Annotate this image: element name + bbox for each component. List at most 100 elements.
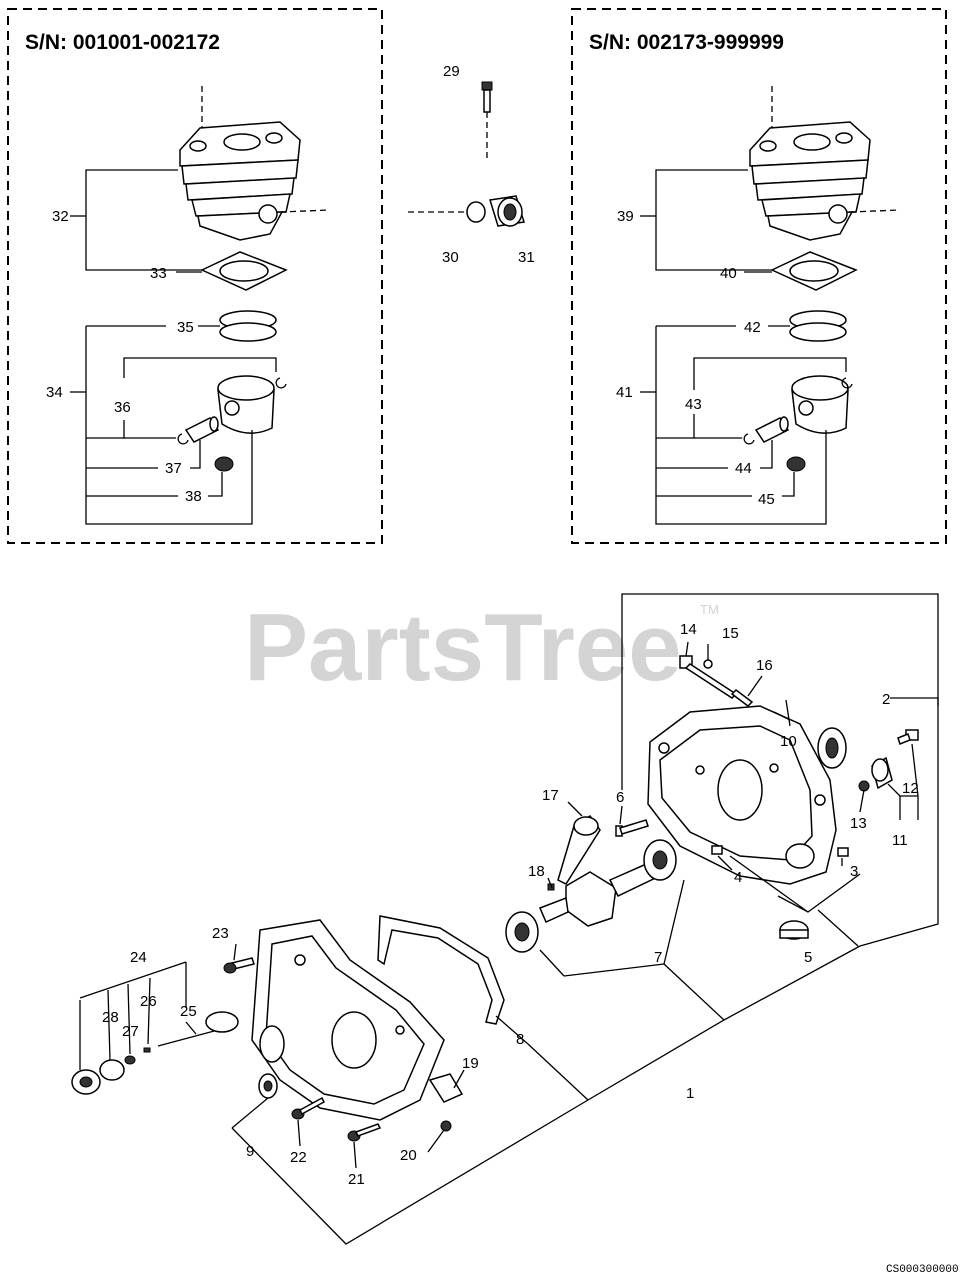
leader-lines-left <box>70 169 277 525</box>
decomp-parts-24 <box>71 1047 151 1095</box>
callout-20: 20 <box>400 1147 417 1164</box>
callout-27: 27 <box>122 1023 139 1040</box>
callout-22: 22 <box>290 1149 307 1166</box>
callout-40: 40 <box>720 265 737 282</box>
callout-45: 45 <box>758 491 775 508</box>
bolt-12 <box>897 729 919 745</box>
piston-pin-right <box>754 416 790 443</box>
dowel-4 <box>711 845 723 855</box>
screw-23 <box>223 957 255 974</box>
callout-31: 31 <box>518 249 535 266</box>
cylinder-gasket-right <box>770 251 858 291</box>
callout-37: 37 <box>165 460 182 477</box>
callout-8: 8 <box>516 1031 524 1048</box>
callout-42: 42 <box>744 319 761 336</box>
bearing-7a <box>643 839 677 881</box>
callout-11: 11 <box>892 832 908 849</box>
callout-43: 43 <box>685 396 702 413</box>
callout-24: 24 <box>130 949 147 966</box>
piston-rings-right <box>789 310 847 342</box>
callout-19: 19 <box>462 1055 479 1072</box>
crankcase-right-half <box>647 705 837 885</box>
cylinder-gasket-left <box>200 251 288 291</box>
seal-2 <box>817 727 847 769</box>
callout-15: 15 <box>722 625 739 642</box>
callout-29: 29 <box>443 63 460 80</box>
callout-25: 25 <box>180 1003 197 1020</box>
crankcase-gasket-8 <box>377 915 505 1025</box>
crankshaft-17 <box>539 814 670 927</box>
screw-21 <box>347 1123 382 1142</box>
callout-7: 7 <box>654 949 662 966</box>
circlip-right-b <box>841 377 853 389</box>
crankcase-left-half <box>251 919 445 1121</box>
piston-left <box>217 375 275 434</box>
dowel-3 <box>837 847 849 857</box>
piston-right <box>791 375 849 434</box>
callout-38: 38 <box>185 488 202 505</box>
callouts: 29 30 31 32 33 34 35 36 37 38 39 40 41 4… <box>46 63 919 1188</box>
callout-6: 6 <box>616 789 624 806</box>
bearing-right <box>786 456 806 472</box>
circlip-right-a <box>743 433 755 445</box>
watermark-text: PartsTree <box>244 594 682 701</box>
serial-range-right: S/N: 002173-999999 <box>589 31 784 54</box>
decomp-valve-31 <box>489 195 525 227</box>
callout-5: 5 <box>804 949 812 966</box>
callout-32: 32 <box>52 208 69 225</box>
circlip-left-a <box>177 433 189 445</box>
callout-17: 17 <box>542 787 559 804</box>
serial-group-box-left <box>7 8 383 544</box>
cylinder-left <box>179 86 331 241</box>
serial-group-box-right <box>571 8 947 544</box>
callout-28: 28 <box>102 1009 119 1026</box>
callout-10: 10 <box>780 733 797 750</box>
leader-lines-lower <box>79 641 939 1245</box>
callout-35: 35 <box>177 319 194 336</box>
seal-9 <box>258 1073 278 1099</box>
callout-16: 16 <box>756 657 773 674</box>
callout-18: 18 <box>528 863 545 880</box>
sleeve-11 <box>871 756 893 790</box>
callout-3: 3 <box>850 863 858 880</box>
group-line-2 <box>621 593 939 790</box>
bearing-7b <box>505 911 539 953</box>
callout-4: 4 <box>734 869 742 886</box>
diagram-code: CS000300000 <box>886 1264 959 1276</box>
callout-23: 23 <box>212 925 229 942</box>
screw-22 <box>291 1096 325 1120</box>
rod-25 <box>157 1011 239 1047</box>
callout-34: 34 <box>46 384 63 401</box>
callout-39: 39 <box>617 208 634 225</box>
bolt-6 <box>615 819 649 837</box>
nut-13 <box>858 780 870 792</box>
leader-lines-right <box>640 169 847 525</box>
watermark-trademark: TM <box>700 602 719 617</box>
serial-range-left: S/N: 001001-002172 <box>25 31 220 54</box>
bracket-19 <box>428 1073 464 1103</box>
bearing-left <box>214 456 234 472</box>
callout-9: 9 <box>246 1143 254 1160</box>
callout-1: 1 <box>686 1085 694 1102</box>
callout-21: 21 <box>348 1171 365 1188</box>
callout-2: 2 <box>882 691 890 708</box>
piston-rings-left <box>219 310 277 342</box>
screw-20 <box>440 1120 452 1132</box>
spark-plug-washer-30 <box>408 201 486 223</box>
piston-pin-left <box>184 416 220 443</box>
cap-5 <box>779 920 809 940</box>
callout-41: 41 <box>616 384 633 401</box>
pin-16 <box>730 689 754 707</box>
callout-14: 14 <box>680 621 697 638</box>
callout-33: 33 <box>150 265 167 282</box>
callout-30: 30 <box>442 249 459 266</box>
callout-26: 26 <box>140 993 157 1010</box>
circlip-left-b <box>275 377 287 389</box>
spring-10 <box>773 711 791 721</box>
callout-44: 44 <box>735 460 752 477</box>
callout-13: 13 <box>850 815 867 832</box>
screw-29 <box>481 81 493 160</box>
washer-15 <box>703 659 713 669</box>
callout-12: 12 <box>902 780 919 797</box>
